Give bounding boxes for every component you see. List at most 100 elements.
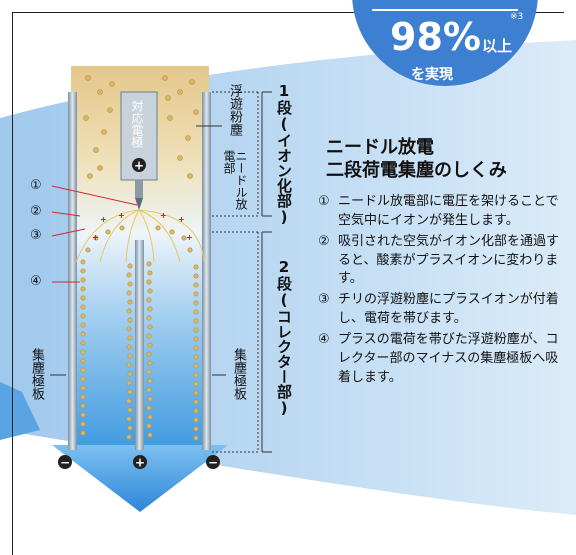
left-plate <box>68 92 77 450</box>
dust-particle <box>146 297 152 303</box>
dust-particle <box>109 81 115 87</box>
dust-particle <box>127 281 133 287</box>
collector-left-label: 集塵極板 <box>29 348 44 400</box>
minus-marker-left: − <box>58 455 72 470</box>
dust-particle <box>147 414 153 420</box>
dust-particle <box>165 95 171 101</box>
dust-particle <box>126 362 132 368</box>
dust-particle <box>101 129 107 135</box>
dust-particle <box>97 165 103 171</box>
dust-particle <box>87 173 93 179</box>
title-line1: ニードル放電 <box>326 137 434 158</box>
dust-particle <box>193 336 199 342</box>
dust-particle <box>147 270 153 276</box>
dust-particle <box>187 173 193 179</box>
dust-particle <box>147 306 153 312</box>
dust-particle <box>80 385 86 391</box>
collector-right-label: 集塵極板 <box>231 348 246 400</box>
dust-particle <box>147 324 153 330</box>
dust-particle <box>147 360 153 366</box>
badge-suffix: 以上 <box>482 37 513 55</box>
dust-particle <box>146 405 152 411</box>
badge-subtext: を実現 <box>411 67 453 83</box>
dust-particle <box>126 434 132 440</box>
dust-particle <box>146 351 152 357</box>
floating-dust-label: 浮遊粉塵 <box>227 84 242 136</box>
dust-particle <box>127 317 133 323</box>
svg-text:+: + <box>178 215 185 224</box>
dust-particle <box>177 155 183 161</box>
stage1-label: 1段(イオン化部) <box>275 82 293 226</box>
svg-text:+: + <box>186 233 193 242</box>
dust-particle <box>127 299 133 305</box>
dust-particle <box>80 304 86 310</box>
dust-particle <box>193 399 199 405</box>
dust-particle <box>83 115 89 121</box>
right-plate <box>202 92 211 450</box>
dust-particle <box>126 326 132 332</box>
svg-text:+: + <box>135 456 145 470</box>
dust-particle <box>80 421 86 427</box>
dust-particle <box>126 290 132 296</box>
dust-particle <box>85 75 91 81</box>
dust-particle <box>80 358 86 364</box>
dust-particle <box>193 282 199 288</box>
dust-particle <box>80 322 86 328</box>
badge-divider <box>372 9 518 11</box>
collector-pointers <box>50 125 226 376</box>
dust-particle <box>187 247 193 253</box>
dust-particle <box>147 396 153 402</box>
dust-particle <box>80 376 86 382</box>
stage2-label: 2段(コレクター部) <box>275 258 293 417</box>
dust-particle <box>147 432 153 438</box>
dust-particle <box>126 272 132 278</box>
dust-particle <box>193 390 199 396</box>
dust-particle <box>105 229 111 235</box>
svg-text:+: + <box>118 211 125 220</box>
dust-particle <box>107 107 113 113</box>
callout-1: ① <box>30 178 42 193</box>
callout-3: ③ <box>30 228 42 243</box>
dust-particle <box>193 354 199 360</box>
stage-brackets <box>212 91 272 453</box>
dust-particle <box>162 75 168 81</box>
diagram-frame <box>12 12 564 555</box>
dust-particle <box>193 381 199 387</box>
dust-particle <box>147 342 153 348</box>
dust-particle <box>97 89 103 95</box>
svg-text:+: + <box>160 211 167 220</box>
dust-particle <box>146 423 152 429</box>
dust-particle <box>189 79 195 85</box>
plus-marker-top: + <box>132 158 146 173</box>
dust-particle <box>85 247 91 253</box>
diagram-title: ニードル放電 二段荷電集塵のしくみ <box>326 137 507 182</box>
dust-particle <box>147 378 153 384</box>
dust-particle <box>80 412 86 418</box>
badge-note: ※3 <box>510 12 524 22</box>
dust-particle <box>80 259 86 265</box>
dust-particle <box>126 344 132 350</box>
dust-particle <box>193 318 199 324</box>
dust-particle <box>193 408 199 414</box>
dust-particle <box>80 340 86 346</box>
dust-particle <box>193 417 199 423</box>
svg-text:+: + <box>100 215 107 224</box>
dust-particle <box>169 229 175 235</box>
dust-particle <box>126 398 132 404</box>
dust-particle <box>80 295 86 301</box>
callout-lines <box>51 185 138 283</box>
dust-particle <box>146 333 152 339</box>
ion-plus-marks: + + + + + + <box>92 211 193 242</box>
dust-particle <box>127 425 133 431</box>
dust-particle <box>127 263 133 269</box>
dust-particle <box>193 109 199 115</box>
dust-particle <box>127 353 133 359</box>
dust-particle <box>93 147 99 153</box>
dust-particle <box>80 349 86 355</box>
